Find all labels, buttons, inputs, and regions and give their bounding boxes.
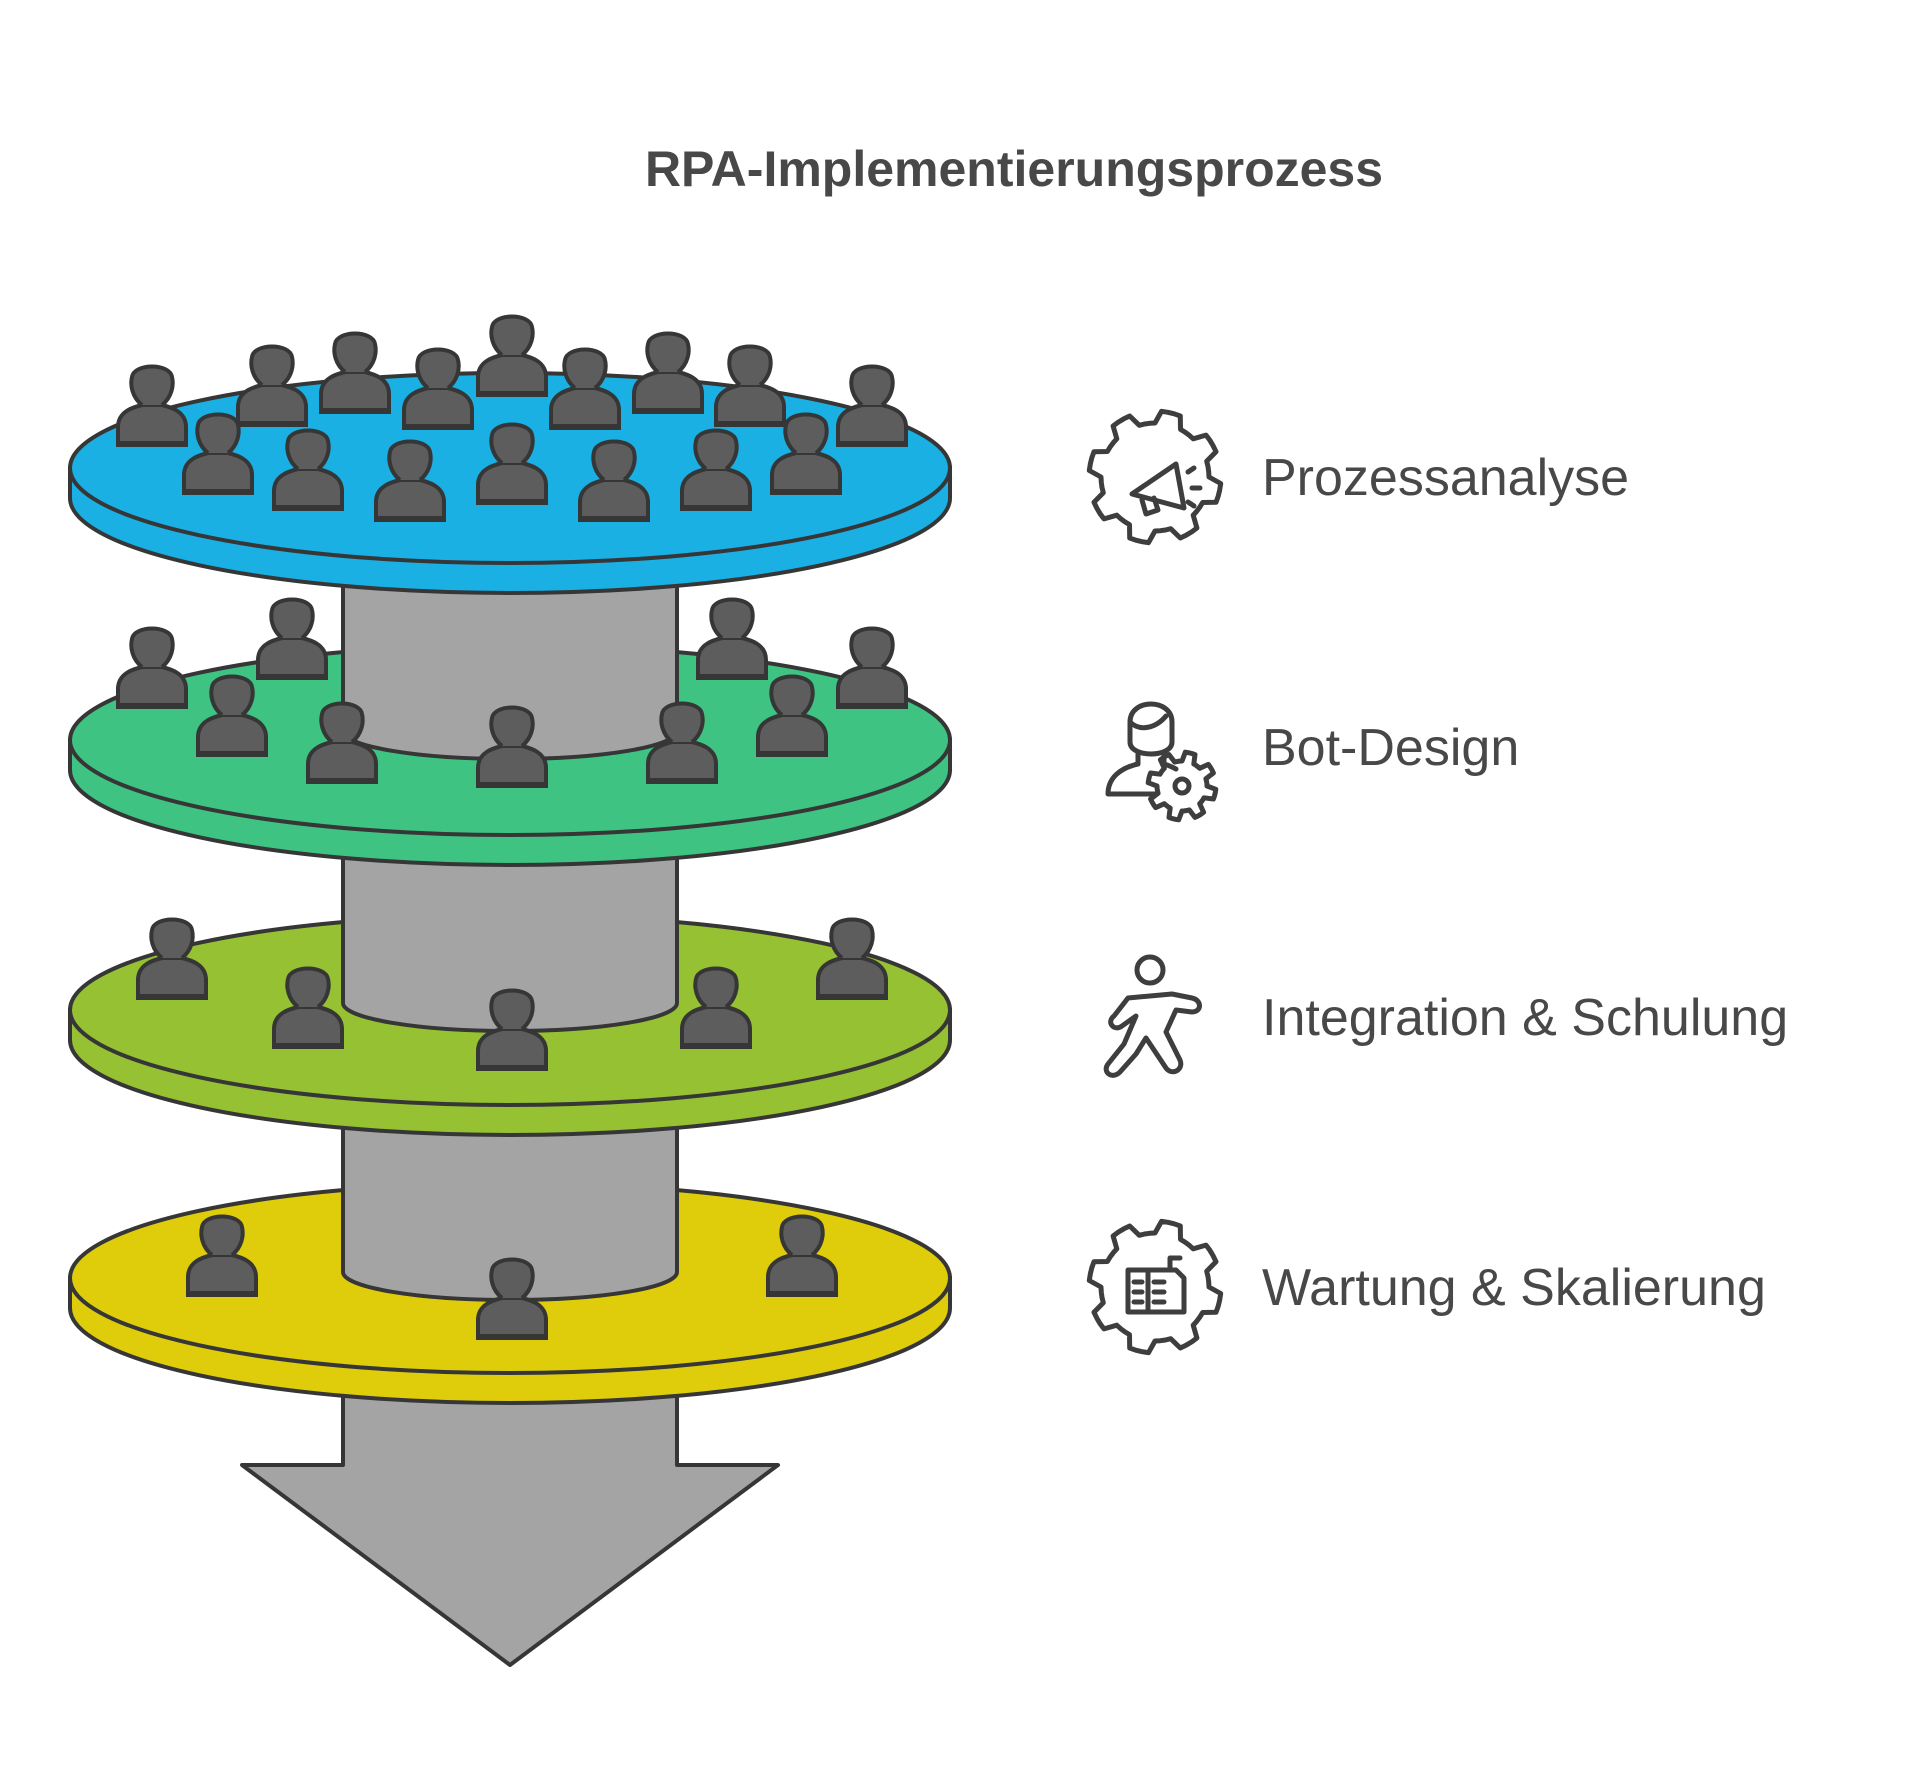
person-figure-layer-1 xyxy=(770,412,842,495)
person-figure-layer-3 xyxy=(680,966,752,1049)
person-figure-layer-2 xyxy=(116,626,188,709)
person-figure-layer-1 xyxy=(236,344,308,427)
person-figure-layer-3 xyxy=(476,988,548,1071)
person-figure-layer-2 xyxy=(646,701,718,784)
person-figure-layer-3 xyxy=(136,917,208,1000)
person-figure-layer-3 xyxy=(272,966,344,1049)
person-figure-layer-1 xyxy=(476,314,548,397)
person-figure-layer-2 xyxy=(756,674,828,757)
people-figures xyxy=(116,314,908,1340)
step-label-4: Wartung & Skalierung xyxy=(1262,1259,1766,1317)
person-figure-layer-2 xyxy=(836,626,908,709)
person-figure-layer-1 xyxy=(549,347,621,430)
person-figure-layer-1 xyxy=(632,331,704,414)
person-figure-layer-2 xyxy=(306,701,378,784)
person-figure-layer-1 xyxy=(836,364,908,447)
person-figure-layer-2 xyxy=(256,597,328,680)
person-gear-icon xyxy=(1080,672,1230,823)
person-figure-layer-1 xyxy=(116,364,188,447)
person-figure-layer-4 xyxy=(476,1257,548,1340)
step-label-2: Bot-Design xyxy=(1262,719,1520,777)
person-figure-layer-3 xyxy=(816,917,888,1000)
gear-document-icon xyxy=(1080,1212,1230,1362)
gear-megaphone-icon xyxy=(1080,402,1230,552)
person-figure-layer-2 xyxy=(476,705,548,788)
person-figure-layer-1 xyxy=(578,439,650,522)
person-figure-layer-1 xyxy=(714,344,786,427)
person-figure-layer-2 xyxy=(696,597,768,680)
person-figure-layer-2 xyxy=(196,674,268,757)
person-figure-layer-1 xyxy=(374,439,446,522)
person-figure-layer-1 xyxy=(182,412,254,495)
diagram-title: RPA-Implementierungsprozess xyxy=(644,141,1384,197)
person-figure-layer-1 xyxy=(319,331,391,414)
pointing-person-icon xyxy=(1080,942,1230,1092)
person-figure-layer-1 xyxy=(402,347,474,430)
person-figure-layer-4 xyxy=(766,1214,838,1297)
person-figure-layer-1 xyxy=(272,428,344,511)
person-figure-layer-1 xyxy=(680,428,752,511)
person-figure-layer-4 xyxy=(186,1214,258,1297)
person-figure-layer-1 xyxy=(476,422,548,505)
step-label-1: Prozessanalyse xyxy=(1262,449,1630,507)
step-label-3: Integration & Schulung xyxy=(1262,989,1789,1047)
